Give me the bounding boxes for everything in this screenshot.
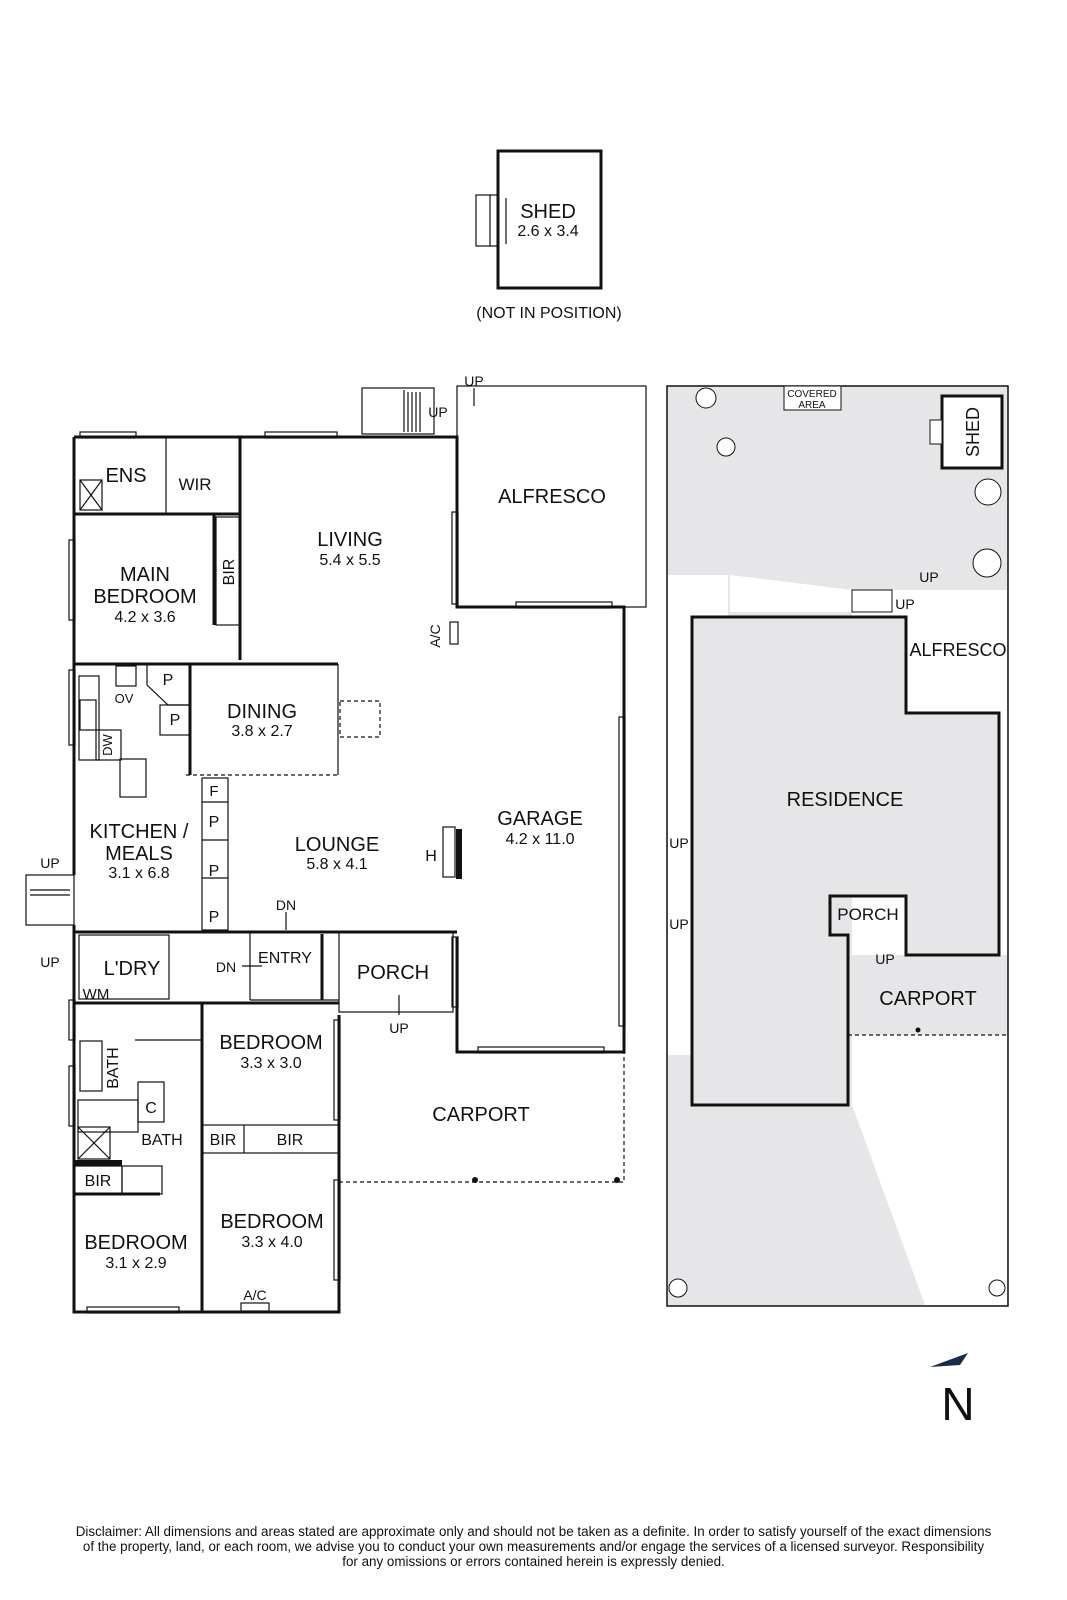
site-residence-label: RESIDENCE xyxy=(787,789,904,811)
north-compass: N xyxy=(930,1353,975,1430)
site-plan xyxy=(666,385,1009,1307)
shed-note: (NOT IN POSITION) xyxy=(476,305,621,322)
main-bedroom-dims: 4.2 x 3.6 xyxy=(114,609,175,626)
bedroom2-label: BEDROOM xyxy=(219,1032,322,1054)
ac-living-label: A/C xyxy=(427,624,443,647)
disclaimer-line3: for any omissions or errors contained he… xyxy=(342,1554,725,1569)
lounge-dims: 5.8 x 4.1 xyxy=(306,856,367,873)
up-side2-label: UP xyxy=(40,954,59,970)
garage-label: GARAGE xyxy=(497,808,583,830)
dining-label: DINING xyxy=(227,701,297,723)
kitchen-line2: MEALS xyxy=(105,843,173,865)
dn-entry-label: DN xyxy=(216,959,236,975)
wm-label: WM xyxy=(83,986,110,1003)
bir-c-label: BIR xyxy=(85,1173,112,1190)
living-dims: 5.4 x 5.5 xyxy=(319,552,380,569)
room-labels: ENS WIR BIR MAIN BEDROOM 4.2 x 3.6 LIVIN… xyxy=(40,373,606,1303)
linen-f: F xyxy=(209,783,218,800)
wir-label: WIR xyxy=(178,475,211,494)
kitchen-dims: 3.1 x 6.8 xyxy=(108,865,169,882)
porch-label: PORCH xyxy=(357,962,429,984)
site-up-side1: UP xyxy=(669,835,688,851)
site-up-yard: UP xyxy=(919,569,938,585)
dishwasher-label: DW xyxy=(100,733,115,755)
dining-dims: 3.8 x 2.7 xyxy=(231,723,292,740)
bir-a-label: BIR xyxy=(210,1132,237,1149)
bir-main-label: BIR xyxy=(221,559,238,586)
bedroom4-dims: 3.3 x 4.0 xyxy=(241,1234,302,1251)
linen-p2: P xyxy=(209,863,220,880)
bedroom3-label: BEDROOM xyxy=(84,1232,187,1254)
up-stairs-label: UP xyxy=(428,404,447,420)
site-carport-label: CARPORT xyxy=(879,988,976,1010)
pantry-p1: P xyxy=(163,672,174,689)
living-label: LIVING xyxy=(317,529,383,551)
laundry-label: L'DRY xyxy=(104,958,161,980)
dn-lounge-label: DN xyxy=(276,897,296,913)
lounge-label: LOUNGE xyxy=(295,834,379,856)
up-porch-label: UP xyxy=(389,1020,408,1036)
ac-bed-label: A/C xyxy=(243,1287,266,1303)
alfresco-label: ALFRESCO xyxy=(498,486,606,508)
site-alfresco-label: ALFRESCO xyxy=(909,640,1006,660)
ens-label: ENS xyxy=(105,465,146,487)
north-label: N xyxy=(941,1378,974,1430)
shed-label: SHED xyxy=(520,201,576,223)
linen-p3: P xyxy=(209,909,220,926)
covered-area-line2: AREA xyxy=(798,400,826,411)
bath-vertical-label: BATH xyxy=(105,1047,122,1088)
cupboard-label: C xyxy=(145,1100,157,1117)
garage-dims: 4.2 x 11.0 xyxy=(505,831,574,848)
heater-label: H xyxy=(425,848,437,865)
kitchen-line1: KITCHEN / xyxy=(90,821,189,843)
pantry-p2: P xyxy=(170,712,181,729)
site-porch-label: PORCH xyxy=(837,905,898,924)
bir-b-label: BIR xyxy=(277,1132,304,1149)
main-bedroom-line1: MAIN xyxy=(120,564,170,586)
shed-dims: 2.6 x 3.4 xyxy=(517,223,578,240)
oven-label: OV xyxy=(115,691,134,706)
site-up-porch: UP xyxy=(875,951,894,967)
main-bedroom-line2: BEDROOM xyxy=(93,586,196,608)
up-side-label: UP xyxy=(40,855,59,871)
carport-label: CARPORT xyxy=(432,1104,529,1126)
linen-p1: P xyxy=(209,814,220,831)
disclaimer-line1: Disclaimer: All dimensions and areas sta… xyxy=(75,1524,992,1539)
floor-plan xyxy=(25,385,647,1314)
disclaimer-line2: of the property, land, or each room, we … xyxy=(82,1539,985,1554)
entry-label: ENTRY xyxy=(258,950,312,967)
bedroom4-label: BEDROOM xyxy=(220,1211,323,1233)
bedroom3-dims: 3.1 x 2.9 xyxy=(105,1255,166,1272)
site-labels: COVERED AREA SHED UP UP ALFRESCO RESIDEN… xyxy=(669,389,1006,1010)
site-shed-label: SHED xyxy=(963,407,983,457)
bath-label: BATH xyxy=(141,1132,182,1149)
bedroom2-dims: 3.3 x 3.0 xyxy=(240,1055,301,1072)
site-up-step: UP xyxy=(895,596,914,612)
covered-area-line1: COVERED xyxy=(787,389,836,400)
north-arrow-icon xyxy=(930,1353,968,1367)
disclaimer: Disclaimer: All dimensions and areas sta… xyxy=(10,1524,1057,1569)
site-up-side2: UP xyxy=(669,916,688,932)
shed-detail: SHED 2.6 x 3.4 (NOT IN POSITION) xyxy=(475,149,622,322)
up-top-label: UP xyxy=(464,373,483,389)
